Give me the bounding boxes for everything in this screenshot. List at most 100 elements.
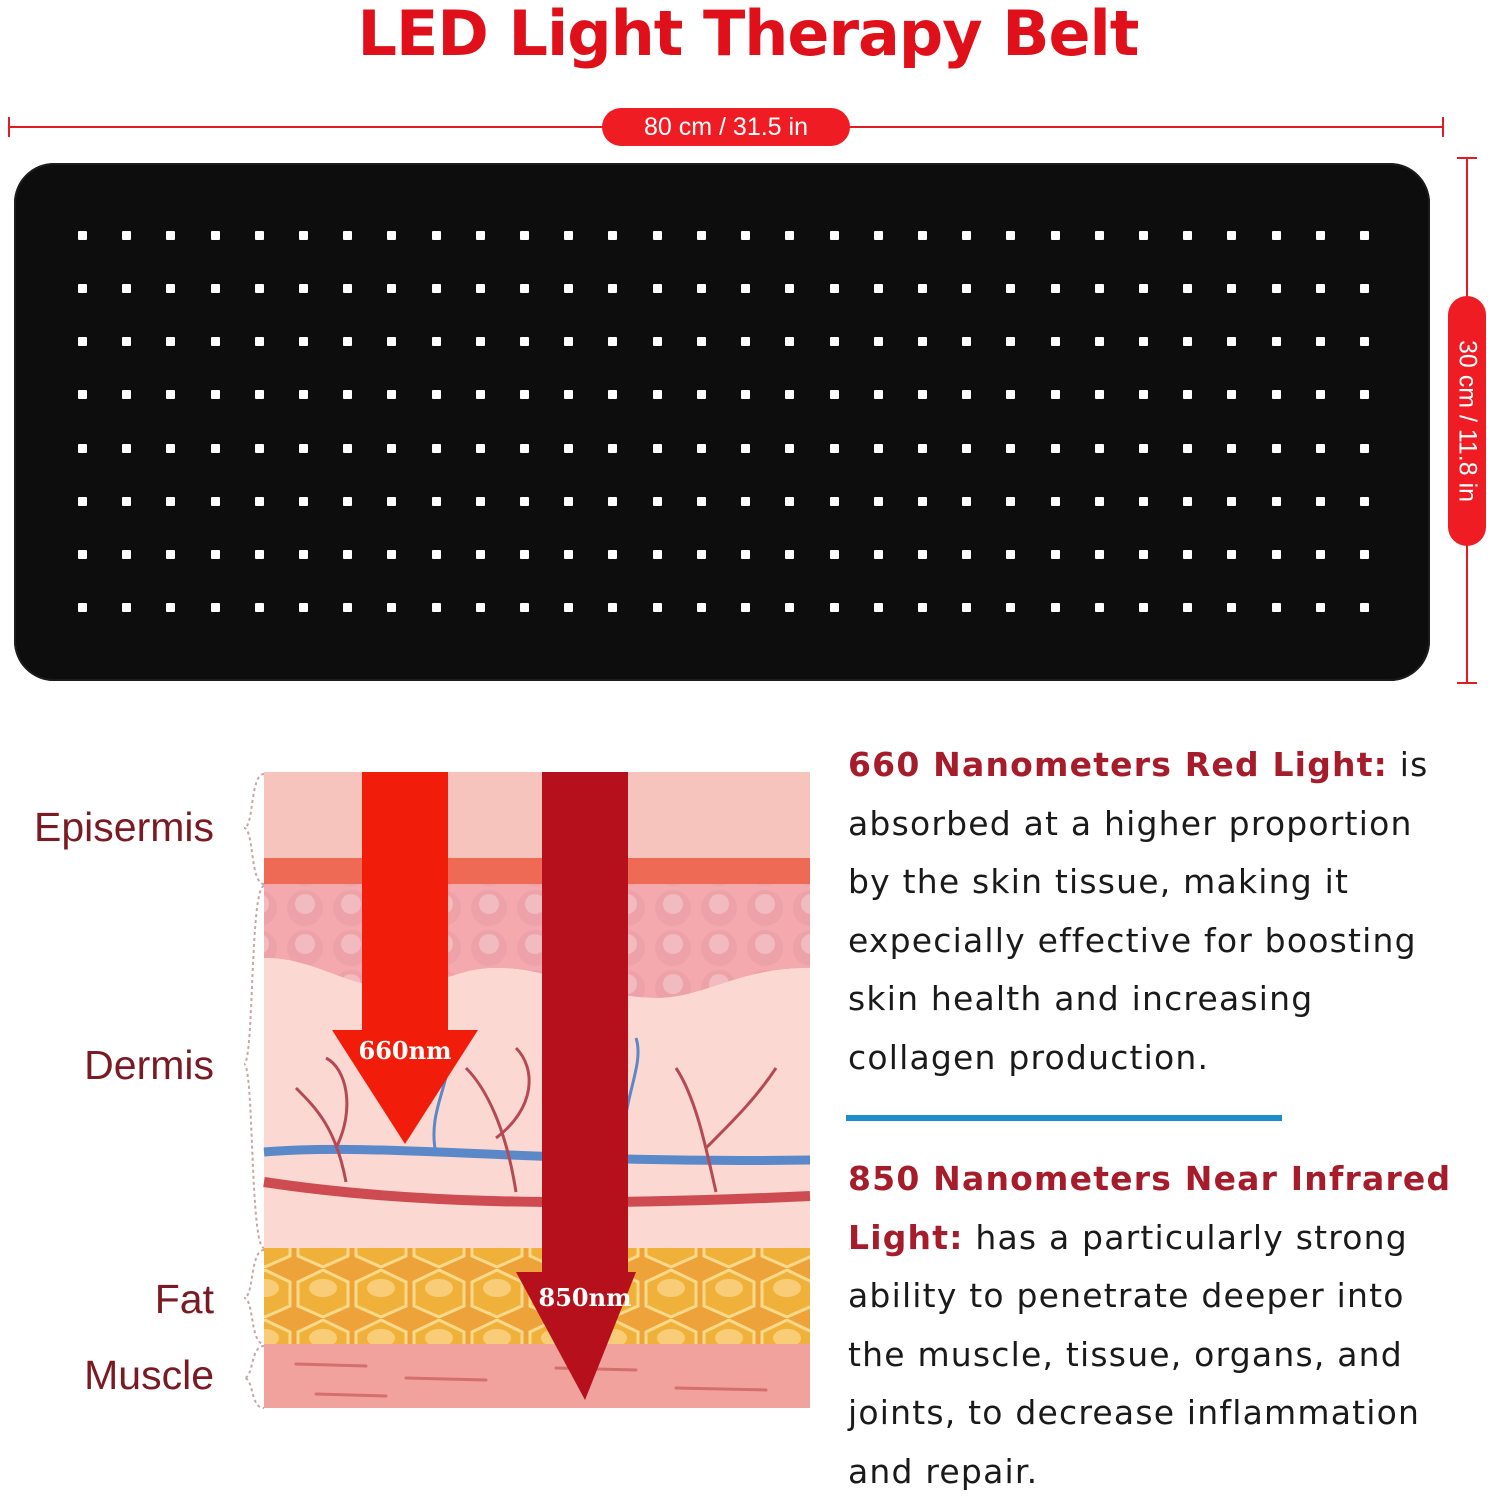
led-dot [1051,337,1060,346]
led-dot [211,284,220,293]
led-dot [830,390,839,399]
description-850nm-line: joints, to decrease inflammation [848,1384,1468,1443]
led-dot [122,231,131,240]
led-dot [1227,603,1236,612]
led-dot [211,550,220,559]
led-dot [78,497,87,506]
led-dot [299,231,308,240]
section-divider [846,1115,1282,1121]
led-dot [432,444,441,453]
description-660nm-line-1: 660 Nanometers Red Light: is [848,736,1468,795]
arrow-660nm-label: 660nm [332,1036,478,1065]
led-dot [1227,284,1236,293]
led-dot [1006,390,1015,399]
led-dot [1183,284,1192,293]
skin-layers-diagram [236,768,816,1418]
led-dot [608,444,617,453]
led-dot [520,603,529,612]
led-dot [1183,231,1192,240]
led-dot [387,497,396,506]
led-dot [387,444,396,453]
led-dot [476,231,485,240]
led-dot [697,390,706,399]
height-label: 30 cm / 11.8 in [1453,296,1482,546]
led-dot [255,603,264,612]
led-dot [1095,444,1104,453]
led-dot [1360,284,1369,293]
led-dot [1006,337,1015,346]
led-dot [211,444,220,453]
led-dot [1360,497,1369,506]
led-dot [1139,603,1148,612]
led-dot [874,337,883,346]
led-dot [255,497,264,506]
led-dot [1095,284,1104,293]
led-dot [874,550,883,559]
led-dot [1139,390,1148,399]
led-dot [1272,231,1281,240]
led-dot [741,497,750,506]
led-dot [432,550,441,559]
led-dot [874,284,883,293]
led-dot [564,550,573,559]
led-dot [78,390,87,399]
led-dot [166,497,175,506]
led-dot [1227,337,1236,346]
height-dimension-cap-top [1457,157,1477,159]
description-660nm: 660 Nanometers Red Light: is absorbed at… [848,736,1468,1087]
led-dot [830,603,839,612]
led-dot [299,390,308,399]
led-dot [741,550,750,559]
led-dot [476,337,485,346]
led-dot [785,444,794,453]
led-dot [432,284,441,293]
led-dot [299,337,308,346]
led-dot [1272,603,1281,612]
led-dot [608,550,617,559]
led-dot [1360,603,1369,612]
layer-label-epidermis: Episermis [34,804,214,850]
led-dot [1183,497,1192,506]
led-dot [962,231,971,240]
led-dot [785,337,794,346]
led-dot [918,550,927,559]
description-660nm-line: expecially effective for boosting [848,912,1468,971]
led-dot [962,444,971,453]
led-dot [387,390,396,399]
led-dot [1051,444,1060,453]
led-dot [697,231,706,240]
led-dot [1316,497,1325,506]
led-dot [343,550,352,559]
led-dot [211,497,220,506]
led-dot [653,603,662,612]
led-dot [697,550,706,559]
led-dot [1227,497,1236,506]
led-dot [78,337,87,346]
led-dot [1360,337,1369,346]
led-dot [1360,550,1369,559]
description-850nm-first-words: has a particularly strong [964,1218,1408,1257]
led-dot [653,497,662,506]
description-850nm: 850 Nanometers Near Infrared Light: has … [848,1150,1468,1501]
led-dot [343,337,352,346]
led-dot [1272,444,1281,453]
led-dot [608,231,617,240]
led-dot [697,603,706,612]
led-dot [608,337,617,346]
led-dot [962,497,971,506]
led-dot [387,231,396,240]
led-dot [255,550,264,559]
led-dot [166,444,175,453]
led-dot [1139,550,1148,559]
led-dot [1139,337,1148,346]
led-dot [785,390,794,399]
led-dot [918,231,927,240]
led-dot [564,231,573,240]
led-dot [432,497,441,506]
led-dot [785,284,794,293]
led-dot [211,337,220,346]
led-dot [1316,603,1325,612]
led-dot [1316,390,1325,399]
led-dot [918,337,927,346]
led-dot [166,337,175,346]
